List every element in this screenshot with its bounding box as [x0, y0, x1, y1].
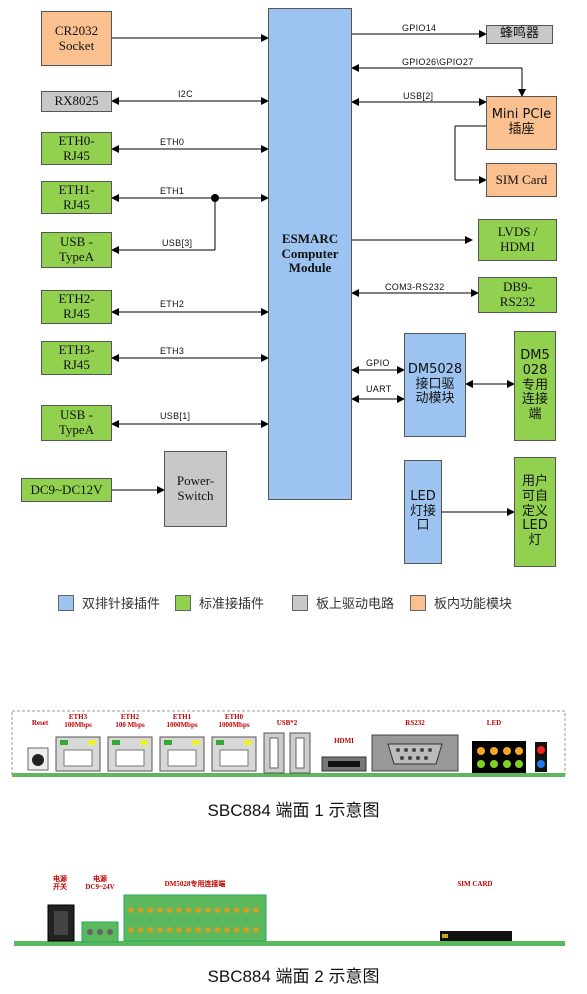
legend-swatch [58, 594, 74, 611]
legend-double-row-header: 双排针接插件 [58, 593, 160, 612]
p2-sim-label: SIM CARD [457, 880, 493, 888]
label-gpio26-27: GPIO26\GPIO27 [402, 57, 474, 67]
legend-label: 板上驱动电路 [316, 596, 395, 611]
mini-pcie-box: Mini PCIe 插座 [486, 96, 557, 150]
legend-label: 板内功能模块 [434, 596, 513, 611]
dm5028-port-box: DM5 028 专用 连接 端 [514, 331, 556, 441]
label-gpio: GPIO [366, 358, 390, 368]
usb-typea-box-1: USB - TypeA [41, 232, 112, 268]
buzzer-box: 蜂鸣器 [486, 25, 553, 44]
label-usb2: USB[2] [403, 91, 434, 101]
usb-typea-box-2: USB - TypeA [41, 405, 112, 441]
label-uart: UART [366, 384, 392, 394]
legend-internal-module: 板内功能模块 [410, 593, 512, 612]
panel2-drawing [14, 894, 565, 946]
label-usb1: USB[1] [160, 411, 191, 421]
legend-standard-connector: 标准接插件 [175, 593, 264, 612]
p1-usb-label: USB*2 [276, 719, 298, 727]
p1-reset-label: Reset [31, 719, 49, 727]
legend-swatch [175, 594, 191, 611]
p1-eth0-label: ETH0 1000Mbps [218, 713, 250, 729]
legend-onboard-driver: 板上驱动电路 [292, 593, 394, 612]
p1-eth2-label: ETH2 100 Mbps [115, 713, 145, 729]
dc-input-box: DC9~DC12V [21, 478, 112, 502]
sim-card-box: SIM Card [486, 163, 557, 197]
panel1-caption: SBC884 端面 1 示意图 [207, 801, 380, 820]
esmarc-module-box: ESMARC Computer Module [268, 8, 352, 500]
legend-swatch [410, 594, 426, 611]
panel2-caption: SBC884 端面 2 示意图 [207, 967, 380, 986]
p1-eth3-label: ETH3 100Mbps [64, 713, 92, 729]
p2-dm5028-label: DM5028专用连接端 [164, 880, 226, 888]
legend-label: 双排针接插件 [82, 596, 161, 611]
label-i2c: I2C [178, 89, 193, 99]
eth2-rj45-box: ETH2- RJ45 [41, 290, 112, 324]
led-port-box: LED 灯接 口 [404, 460, 442, 564]
p1-hdmi-label: HDMI [334, 737, 354, 745]
power-switch-box: Power- Switch [164, 451, 227, 527]
p1-rs232-label: RS232 [405, 719, 425, 727]
lvds-hdmi-box: LVDS / HDMI [478, 219, 557, 261]
label-eth3: ETH3 [160, 346, 185, 356]
label-eth2: ETH2 [160, 299, 185, 309]
label-gpio14: GPIO14 [402, 23, 437, 33]
eth0-rj45-box: ETH0- RJ45 [41, 132, 112, 165]
label-com3: COM3-RS232 [385, 282, 445, 292]
db9-rs232-box: DB9- RS232 [478, 277, 557, 313]
p2-power-input-label: 电源 DC9~24V [85, 875, 115, 891]
dm5028-driver-box: DM5028 接口驱 动模块 [404, 333, 466, 437]
eth3-rj45-box: ETH3- RJ45 [41, 341, 112, 375]
user-led-box: 用户 可自 定义 LED 灯 [514, 457, 556, 567]
legend-label: 标准接插件 [199, 596, 265, 611]
panel1-drawing [11, 710, 566, 777]
p2-power-switch-label: 电源 开关 [53, 875, 67, 891]
cr2032-socket-box: CR2032 Socket [41, 11, 112, 66]
label-usb3: USB[3] [162, 238, 193, 248]
label-eth0: ETH0 [160, 137, 185, 147]
rx8025-box: RX8025 [41, 91, 112, 112]
label-eth1: ETH1 [160, 186, 185, 196]
p1-eth1-label: ETH1 1000Mbps [166, 713, 198, 729]
eth1-rj45-box: ETH1- RJ45 [41, 181, 112, 214]
p1-led-label: LED [486, 719, 502, 727]
legend-swatch [292, 594, 308, 611]
